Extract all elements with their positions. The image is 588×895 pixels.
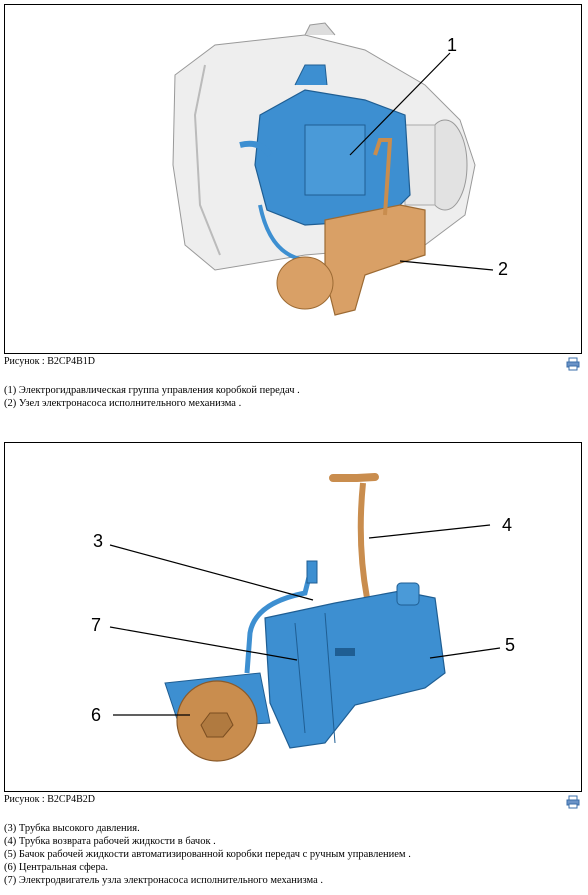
figure-1-caption: Рисунок : B2CP4B1D xyxy=(4,356,96,367)
callout-6: 6 xyxy=(91,705,101,725)
legend-item-4: (4) Трубка возврата рабочей жидкости в б… xyxy=(4,836,216,847)
legend-item-2: (2) Узел электронасоса исполнительного м… xyxy=(4,398,242,409)
legend-item-1: (1) Электрогидравлическая группа управле… xyxy=(4,385,300,396)
callout-2: 2 xyxy=(498,259,508,279)
print-icon[interactable] xyxy=(566,357,580,371)
legend-item-3: (3) Трубка высокого давления. xyxy=(4,823,140,834)
figure-1-illustration: 1 2 xyxy=(172,22,508,316)
figure-2-caption: Рисунок : B2CP4B2D xyxy=(4,794,96,805)
legend-item-6: (6) Центральная сфера. xyxy=(4,862,109,873)
callout-5: 5 xyxy=(505,635,515,655)
legend-item-7: (7) Электродвигатель узла электронасоса … xyxy=(4,875,324,886)
callout-1: 1 xyxy=(447,35,457,55)
figure-2-frame: 3 4 7 5 6 xyxy=(4,442,582,792)
figure-2-illustration: 3 4 7 5 6 xyxy=(91,473,515,762)
callout-3: 3 xyxy=(93,531,103,551)
callout-4: 4 xyxy=(502,515,512,535)
print-icon[interactable] xyxy=(566,795,580,809)
figure-1-legend: (1) Электрогидравлическая группа управле… xyxy=(4,384,300,410)
figure-1-frame: 1 2 xyxy=(4,4,582,354)
callout-7: 7 xyxy=(91,615,101,635)
legend-item-5: (5) Бачок рабочей жидкости автоматизиров… xyxy=(4,849,411,860)
figure-2-legend: (3) Трубка высокого давления. (4) Трубка… xyxy=(4,822,411,887)
